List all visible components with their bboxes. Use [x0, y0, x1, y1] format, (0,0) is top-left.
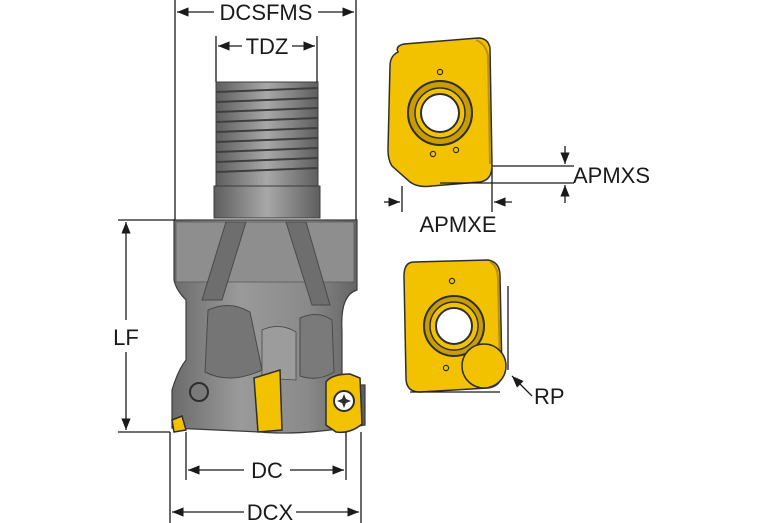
insert-bottom-dot-2	[442, 364, 450, 372]
insert-bottom-hole-inner	[435, 307, 473, 345]
rp-label: RP	[534, 384, 565, 409]
insert-top-dimensions	[384, 146, 574, 212]
screw-left-icon	[189, 382, 209, 402]
shank-neck	[213, 185, 321, 219]
lf-label: LF	[113, 325, 139, 350]
insert-bottom-edge	[489, 261, 501, 371]
torx-icon	[337, 394, 351, 408]
dcx-label: DCX	[247, 500, 294, 523]
head-flat	[175, 221, 355, 283]
cutter-dimension-labels: DCSFMS TDZ LF DC DCX	[113, 0, 312, 523]
insert-left	[171, 414, 187, 433]
coolant-channel-right	[285, 221, 331, 306]
dc-label: DC	[251, 458, 283, 483]
chip-pocket-center	[261, 326, 297, 381]
cutter-body	[171, 81, 366, 434]
apmxe-label: APMXE	[419, 212, 496, 237]
insert-center	[253, 368, 283, 433]
insert-bottom-dot-1	[448, 277, 456, 285]
insert-detail-bottom	[403, 259, 507, 393]
coolant-channel-left	[201, 221, 247, 301]
insert-bottom-dimensions	[410, 286, 533, 397]
tdz-label: TDZ	[246, 34, 289, 59]
apmxs-label: APMXS	[573, 163, 650, 188]
insert-top-dot-3	[452, 146, 460, 154]
rp-leader-line	[511, 375, 533, 397]
insert-top-dot-2	[429, 150, 437, 158]
chip-pocket-right	[299, 314, 335, 379]
dcsfms-label: DCSFMS	[220, 0, 313, 25]
insert-top-hole-inner	[420, 93, 460, 133]
thread-lines	[215, 87, 319, 173]
insert-top-edge	[475, 39, 491, 165]
corner-radius-circle	[461, 343, 507, 389]
insert-detail-top	[387, 37, 493, 188]
cutter-inserts	[171, 368, 363, 434]
cutter-dimensions	[118, 0, 362, 523]
insert-top-dot-1	[436, 68, 444, 76]
